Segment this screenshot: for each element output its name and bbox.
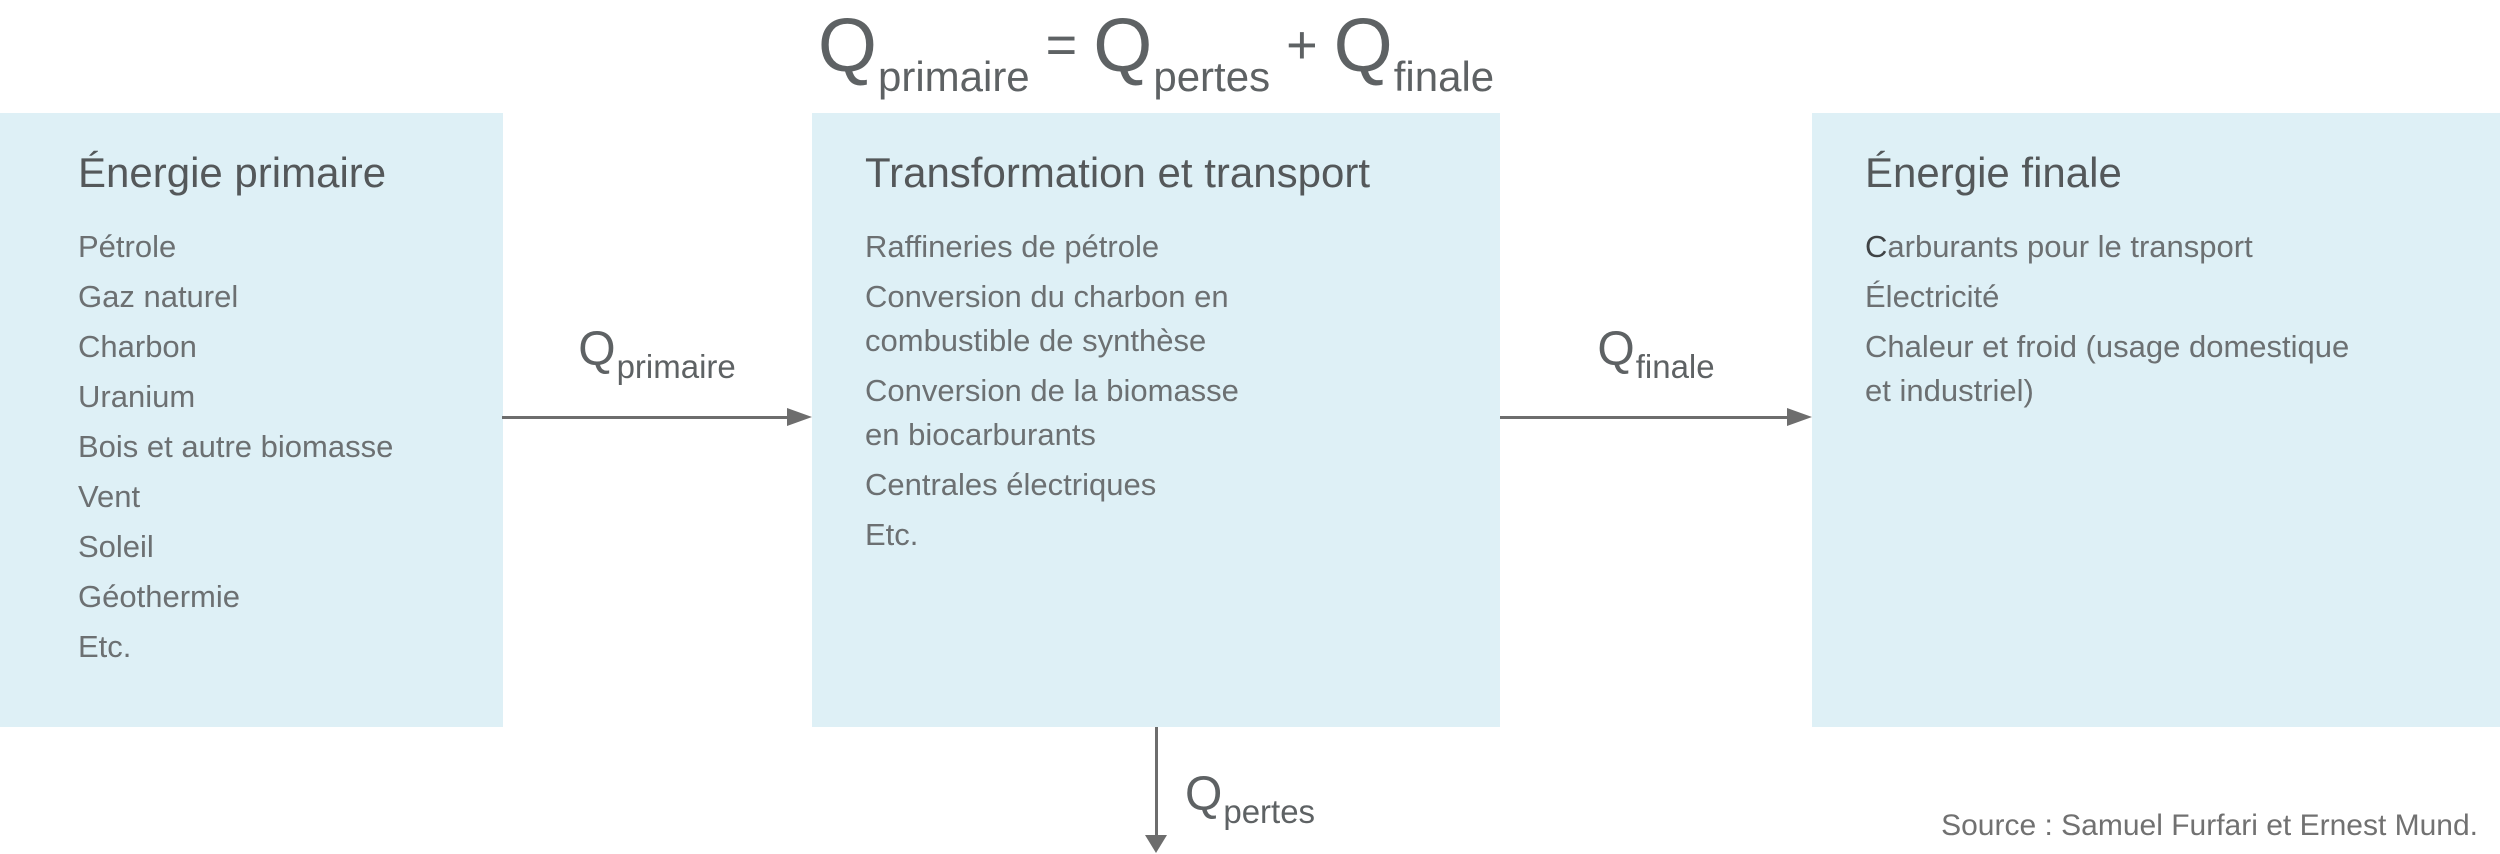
q-primaire-sub: primaire — [616, 348, 736, 385]
arrow-head-icon — [1787, 408, 1812, 426]
primary-energy-item-bois: Bois et autre biomasse — [78, 429, 394, 464]
final-energy-item-electricite: Électricité — [1865, 279, 2000, 314]
formula-q-pertes-base: Q — [1093, 3, 1153, 88]
q-pertes-label: Qpertes — [1185, 767, 1315, 834]
formula-q-finale-sub: finale — [1393, 53, 1495, 100]
transformation-item-centrales: Centrales électriques — [865, 467, 1157, 502]
primary-energy-item-charbon: Charbon — [78, 329, 197, 364]
transformation-item-biomasse-biocarburants: Conversion de la biomasse en biocarburan… — [865, 373, 1239, 452]
source-note: Source : Samuel Furfari et Ernest Mund. — [1941, 809, 2478, 842]
final-energy-title: Énergie finale — [1865, 149, 2122, 196]
final-energy-box: Énergie finale Carburants pour le transp… — [1812, 113, 2500, 727]
transformation-title: Transformation et transport — [865, 149, 1370, 196]
primary-energy-item-uranium: Uranium — [78, 379, 196, 414]
q-primaire-label: Qprimaire — [502, 322, 812, 389]
q-pertes-base: Q — [1185, 768, 1223, 821]
arrow-head-icon — [1145, 835, 1167, 853]
primary-energy-item-soleil: Soleil — [78, 529, 154, 564]
formula-q-finale-base: Q — [1333, 3, 1393, 88]
primary-energy-item-vent: Vent — [78, 479, 141, 514]
primary-energy-box: Énergie primaire Pétrole Gaz naturel Cha… — [0, 113, 503, 727]
primary-energy-title: Énergie primaire — [78, 149, 387, 196]
losses-down-arrow — [1145, 727, 1167, 853]
formula-q-primaire-sub: primaire — [877, 53, 1030, 100]
q-primaire-base: Q — [578, 323, 616, 376]
q-pertes-sub: pertes — [1223, 793, 1316, 830]
arrow-line — [502, 416, 792, 419]
primary-energy-item-geothermie: Géothermie — [78, 579, 240, 614]
final-energy-item-chaleur: Chaleur et froid (usage domestique et in… — [1865, 329, 2350, 408]
transformation-item-charbon-synthese: Conversion du charbon en combustible de … — [865, 279, 1229, 358]
formula-plus-sign: + — [1286, 15, 1318, 75]
primary-energy-item-petrole: Pétrole — [78, 229, 177, 264]
q-finale-label: Qfinale — [1500, 322, 1812, 389]
transformation-to-final-arrow — [1500, 408, 1812, 427]
arrow-line — [1500, 416, 1792, 419]
arrow-line — [1155, 727, 1158, 837]
q-finale-base: Q — [1597, 323, 1635, 376]
formula-title: Qprimaire=Qpertes+Qfinale — [812, 0, 1500, 108]
formula-q-pertes-sub: pertes — [1153, 53, 1271, 100]
formula-q-primaire-base: Q — [817, 3, 877, 88]
formula-equals-sign: = — [1045, 15, 1078, 75]
primary-to-transformation-arrow — [502, 408, 812, 427]
final-energy-item-carburants: Carburants pour le transport — [1865, 229, 2253, 264]
transformation-item-raffineries: Raffineries de pétrole — [865, 229, 1160, 264]
q-finale-sub: finale — [1635, 348, 1715, 385]
primary-energy-item-etc: Etc. — [78, 629, 132, 664]
arrow-head-icon — [787, 408, 812, 426]
transformation-box: Transformation et transport Raffineries … — [812, 113, 1500, 727]
primary-energy-item-gaz: Gaz naturel — [78, 279, 239, 314]
transformation-item-etc: Etc. — [865, 517, 919, 552]
